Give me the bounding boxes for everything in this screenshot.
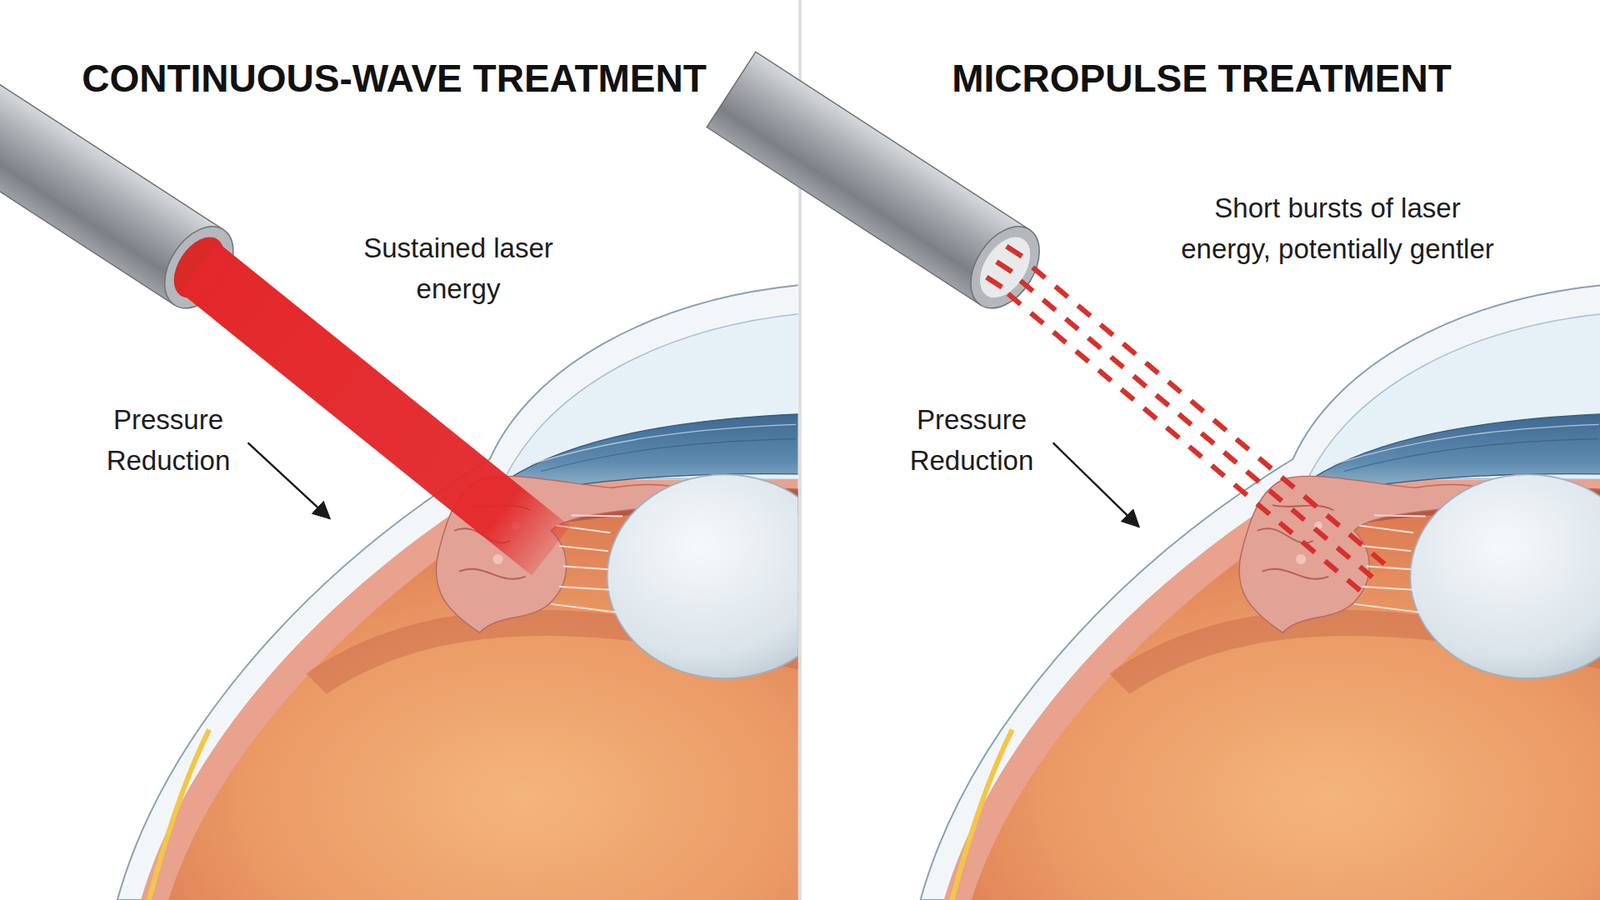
panel-heading: MICROPULSE TREATMENT xyxy=(885,55,1519,102)
beam-label: Short bursts of laser energy, potentiall… xyxy=(1175,187,1500,270)
arrow-label: Pressure Reduction xyxy=(89,399,248,481)
panel-heading: CONTINUOUS-WAVE TREATMENT xyxy=(10,55,778,102)
arrow-label: Pressure Reduction xyxy=(892,399,1051,481)
beam-label: Sustained laser energy xyxy=(333,227,584,310)
